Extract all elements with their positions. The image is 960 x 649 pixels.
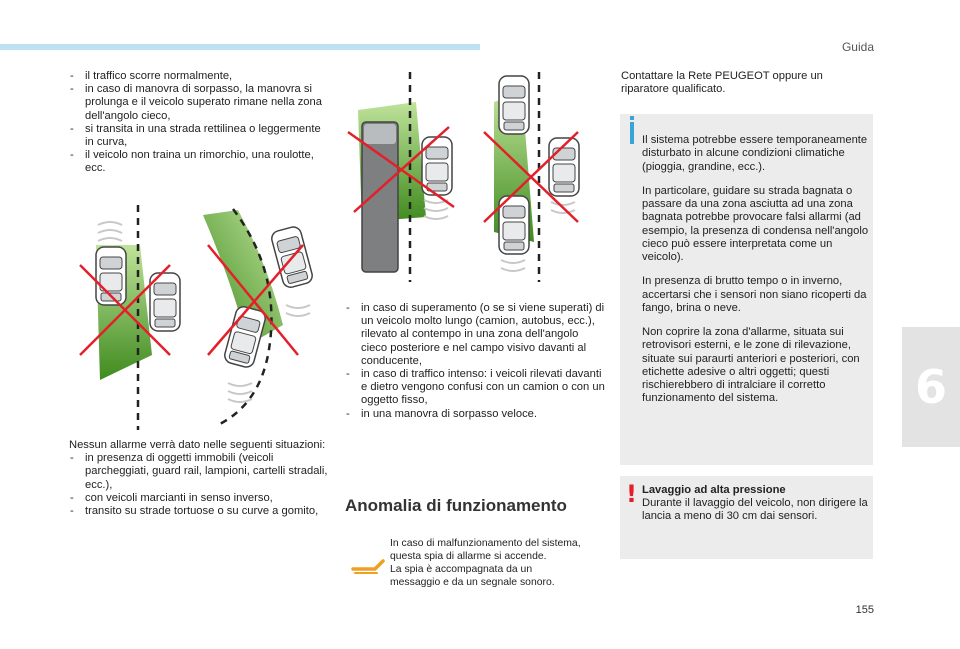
chapter-tab: 6	[902, 327, 960, 447]
list-item: in presenza di oggetti immobili (veicoli…	[69, 452, 331, 492]
extra-cases-block: in caso di superamento (o se si viene su…	[345, 302, 607, 421]
info-box: Il sistema potrebbe essere temporaneamen…	[620, 114, 873, 465]
no-alarm-illustration-right	[347, 72, 580, 282]
list-item: transito su strade tortuose o su curve a…	[69, 505, 331, 518]
extra-cases-list: in caso di superamento (o se si viene su…	[345, 302, 607, 421]
list-item: in una manovra di sorpasso veloce.	[345, 408, 607, 421]
malfunction-note: In caso di malfunzionamento del sistema,…	[390, 537, 605, 589]
list-item: con veicoli marcianti in senso inverso,	[69, 492, 331, 505]
list-item: in caso di manovra di sorpasso, la manov…	[69, 83, 331, 123]
conditions-list: il traffico scorre normalmente, in caso …	[69, 70, 331, 176]
conditions-list-block: il traffico scorre normalmente, in caso …	[69, 70, 331, 176]
info-paragraph: In presenza di brutto tempo o in inverno…	[642, 275, 867, 314]
no-alarm-intro: Nessun allarme verrà dato nelle seguenti…	[69, 439, 326, 451]
list-item: in caso di traffico intenso: i veicoli r…	[345, 368, 607, 408]
info-icon	[630, 116, 634, 120]
no-alarm-list: in presenza di oggetti immobili (veicoli…	[69, 452, 331, 518]
info-icon-bar	[630, 122, 634, 144]
header-bar	[0, 44, 480, 50]
list-item: il traffico scorre normalmente,	[69, 70, 331, 83]
note-line: messaggio e da un segnale sonoro.	[390, 577, 555, 588]
car	[498, 75, 530, 135]
list-item: in caso di superamento (o se si viene su…	[345, 302, 607, 368]
info-paragraph: Non coprire la zona d'allarme, situata s…	[642, 326, 860, 405]
warning-text-block: Lavaggio ad alta pressione Durante il la…	[642, 484, 868, 524]
chapter-number: 6	[914, 360, 947, 414]
warning-title: Lavaggio ad alta pressione	[642, 484, 786, 496]
malfunction-heading: Anomalia di funzionamento	[345, 496, 567, 515]
no-alarm-block: Nessun allarme verrà dato nelle seguenti…	[69, 439, 331, 518]
page-number: 155	[855, 604, 874, 616]
contact-text: Contattare la Rete PEUGEOT oppure un rip…	[621, 70, 823, 96]
warning-exclamation-icon: !	[626, 480, 637, 508]
section-title: Guida	[841, 40, 874, 54]
list-item: il veicolo non traina un rimorchio, una …	[69, 149, 331, 175]
warning-box: ! Lavaggio ad alta pressione Durante il …	[620, 476, 873, 559]
no-alarm-illustration-left	[79, 205, 315, 430]
note-line: questa spia di allarme si accende.	[390, 551, 547, 562]
info-text: Il sistema potrebbe essere temporaneamen…	[642, 123, 870, 417]
info-paragraph: In particolare, guidare su strada bagnat…	[642, 184, 869, 263]
list-item: si transita in una strada rettilinea o l…	[69, 123, 331, 149]
warning-text: Durante il lavaggio del veicolo, non dir…	[642, 497, 868, 523]
note-line: La spia è accompagnata da un	[390, 564, 533, 575]
note-line: In caso di malfunzionamento del sistema,	[390, 538, 581, 549]
info-paragraph: Il sistema potrebbe essere temporaneamen…	[642, 134, 868, 173]
blind-spot-warning-lamp-icon	[351, 559, 385, 574]
